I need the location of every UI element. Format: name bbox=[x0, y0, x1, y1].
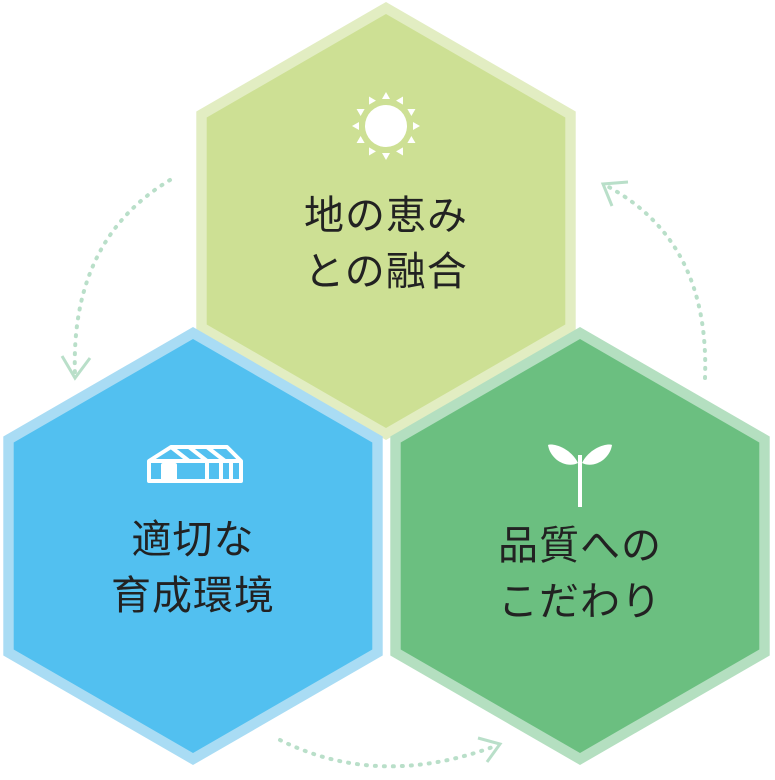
sun-ray bbox=[356, 136, 365, 143]
hex-top-label: 地の恵み との融合 bbox=[256, 188, 516, 300]
label-line: 地の恵み bbox=[304, 193, 468, 239]
label-line: との融合 bbox=[304, 249, 468, 295]
sun-ray bbox=[407, 136, 416, 143]
label-line: こだわり bbox=[498, 579, 662, 625]
hexagon-left bbox=[13, 339, 373, 753]
sun-icon bbox=[352, 92, 420, 160]
sun-ray bbox=[396, 96, 403, 105]
label-line: 適切な bbox=[131, 517, 255, 563]
arrowhead-bottom bbox=[477, 736, 503, 763]
label-line: 品質への bbox=[498, 523, 662, 569]
cycle-arrow-left bbox=[72, 178, 172, 377]
hex-right-label: 品質への こだわり bbox=[450, 518, 710, 630]
sun-ray bbox=[369, 96, 376, 105]
sun-ray bbox=[407, 109, 416, 116]
sun-ray bbox=[382, 92, 390, 99]
sun-ray bbox=[413, 122, 420, 130]
label-line: 育成環境 bbox=[111, 573, 275, 619]
hexagon-right bbox=[400, 339, 760, 753]
sun-ray bbox=[352, 122, 359, 130]
arrowhead-left bbox=[60, 355, 92, 381]
cycle-arrow-right bbox=[603, 183, 708, 380]
sun-ray bbox=[382, 153, 390, 160]
sun-ray bbox=[356, 109, 365, 116]
greenhouse-icon bbox=[147, 445, 243, 483]
hex-left-label: 適切な 育成環境 bbox=[63, 512, 323, 624]
sun-ray bbox=[396, 147, 403, 156]
sprout-icon bbox=[548, 444, 612, 507]
cycle-arrow-bottom bbox=[278, 738, 500, 769]
sun-ray bbox=[369, 147, 376, 156]
arrowhead-right bbox=[600, 180, 629, 207]
hexagon-top bbox=[206, 14, 566, 428]
